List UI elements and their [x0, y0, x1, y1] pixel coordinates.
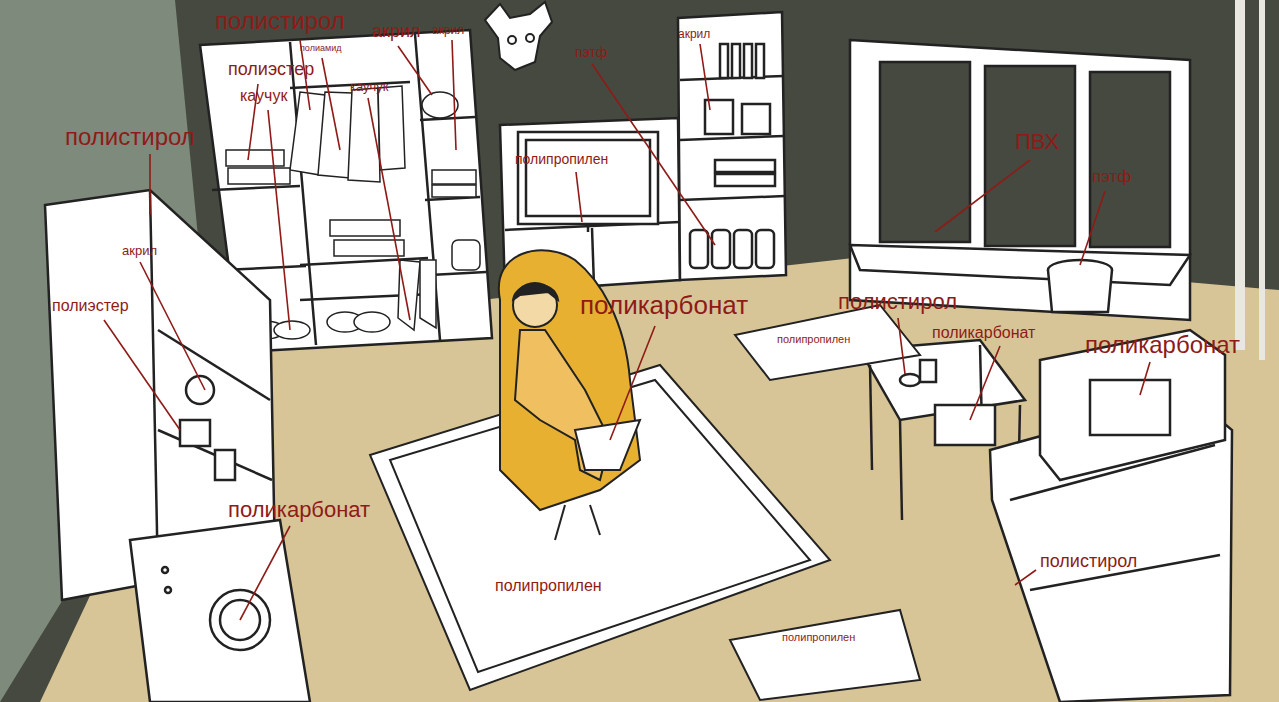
material-label: полистирол — [215, 8, 345, 33]
material-label: полипропилен — [495, 578, 602, 595]
material-label: поликарбонат — [932, 325, 1035, 342]
material-label: ПВХ — [1015, 130, 1059, 153]
material-label: акрил — [122, 244, 157, 258]
material-label: полиамид — [300, 44, 341, 53]
material-label: полипропилен — [777, 334, 850, 346]
material-label: пэтф — [1092, 168, 1131, 186]
material-label: акрил — [372, 22, 420, 41]
material-label: полистирол — [65, 124, 195, 149]
material-label: каучук — [350, 80, 389, 94]
material-label: полистирол — [1040, 552, 1137, 571]
material-label: акрил — [432, 24, 464, 37]
material-label: полиэстер — [52, 298, 129, 315]
material-label: каучук — [240, 88, 287, 105]
material-label: поликарбонат — [1085, 332, 1240, 357]
material-label: поликарбонат — [228, 498, 370, 521]
material-label: полистирол — [838, 290, 957, 313]
material-label: полиэстер — [228, 60, 314, 79]
material-label: полипропилен — [515, 152, 608, 167]
material-label: пэтф — [575, 45, 607, 60]
material-label: акрил — [678, 28, 710, 41]
material-label: поликарбонат — [580, 292, 748, 319]
material-label: полипропилен — [782, 632, 855, 644]
